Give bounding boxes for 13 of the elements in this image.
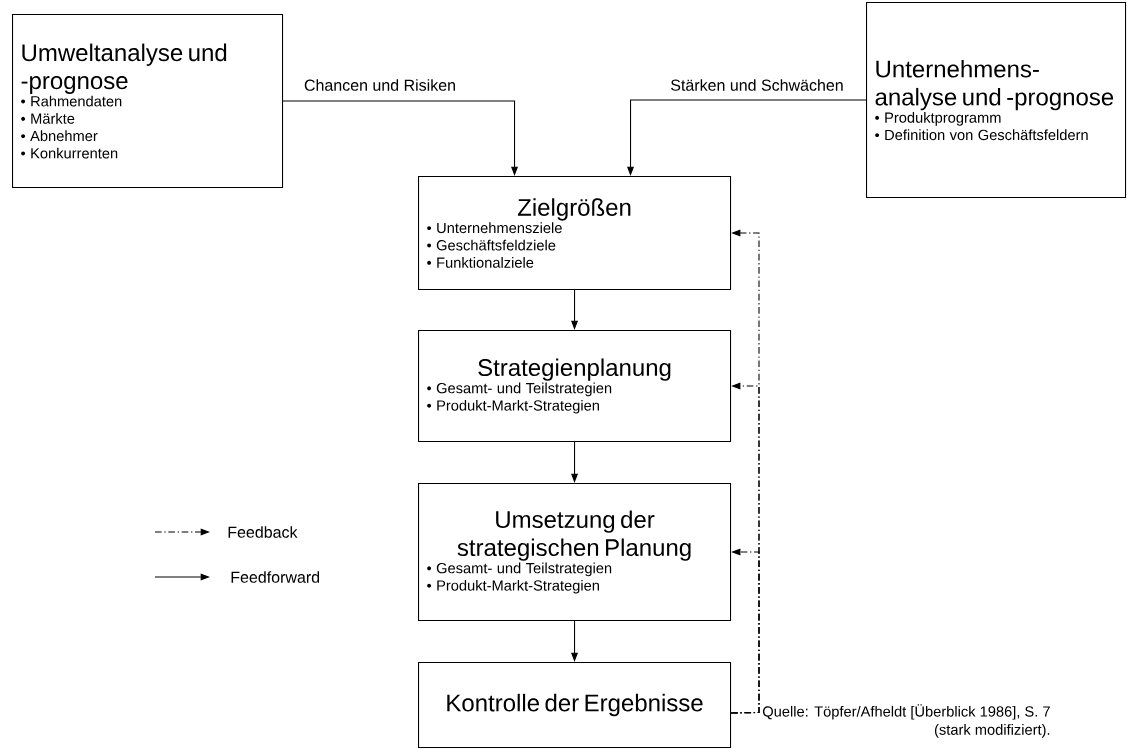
legend-text: Feedforward: [231, 571, 320, 583]
process-box: Umsetzung der strategischen Planung • Gesamt- und Teilstrategien • Produkt-Markt-Strategien: [418, 483, 732, 622]
process-box: Kontrolle der Ergebnisse: [418, 662, 732, 749]
legend-text: Feedback: [228, 526, 298, 538]
arrow: [730, 548, 760, 714]
analysis-box: Unternehmens-analyse und -prognose • Produktprogramm • Definition von Geschäftsfeldern: [866, 2, 1127, 199]
edge-label: Stärken und Schwächen: [668, 77, 846, 93]
process-box: Zielgrößen • Unternehmensziele • Geschäftsfeldziele • Funktionalziele: [418, 176, 732, 291]
edge-label: Chancen und Risiken: [302, 77, 458, 93]
process-box: Strategienplanung • Gesamt- und Teilstrategien • Produkt-Markt-Strategien: [418, 330, 732, 443]
source-note: (stark modifiziert).: [934, 724, 1050, 738]
analysis-box: Umweltanalyse und -prognose • Rahmendaten • Märkte • Abnehmer • Konkurrenten: [12, 14, 284, 189]
source-note: Quelle: Töpfer/Afheldt [Überblick 1986], S. 7: [762, 704, 1050, 720]
